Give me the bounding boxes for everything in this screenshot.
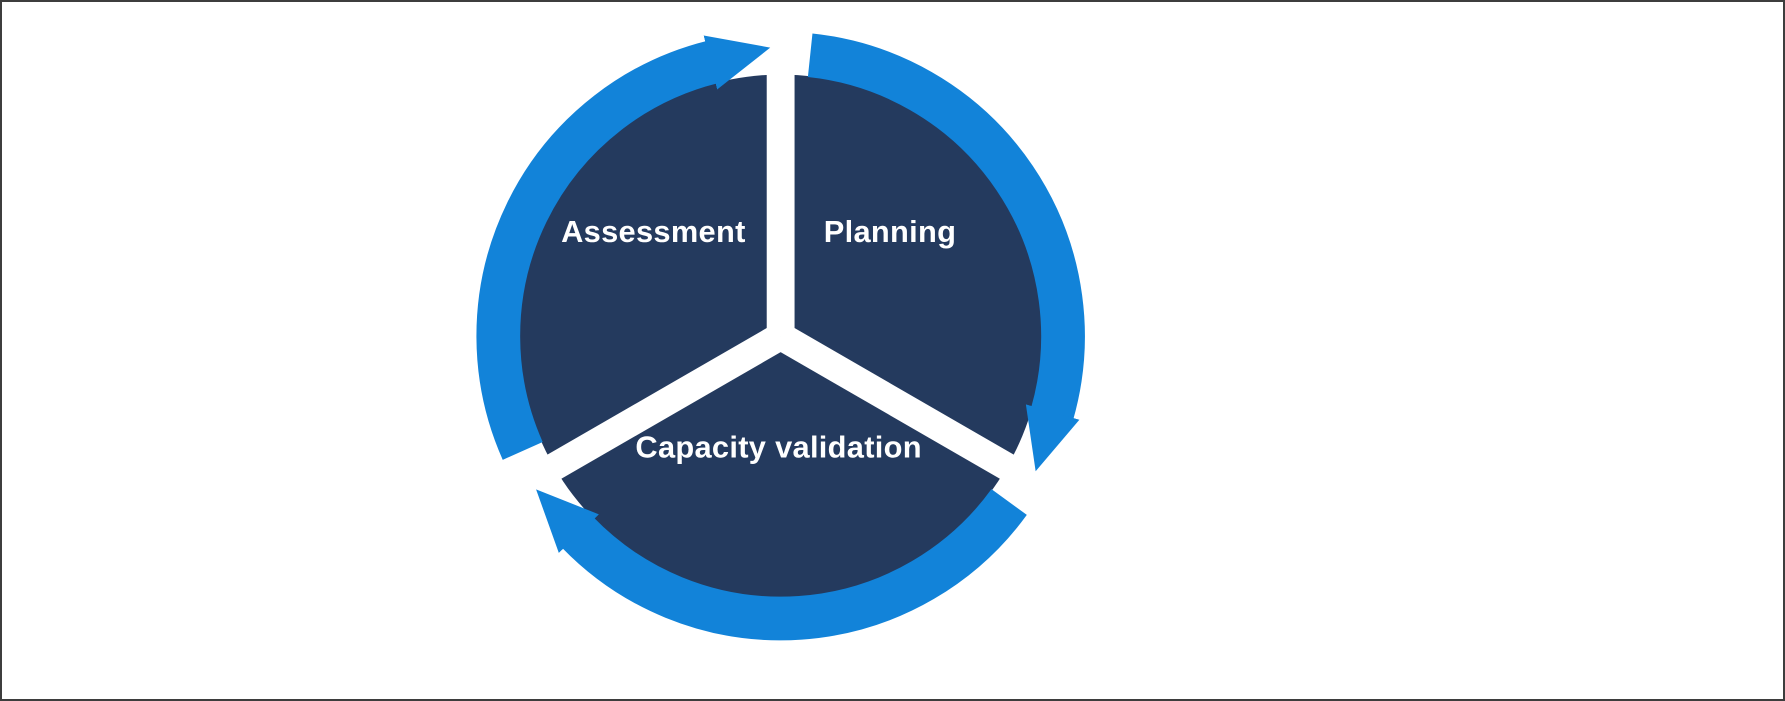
segment-label-assessment: Assessment [561,214,746,249]
cycle-arc-left [476,35,771,460]
segment-divider-lower-left [489,324,788,513]
segment-label-planning: Planning [824,214,956,249]
cycle-arc-bottom [536,489,1027,641]
cycle-arc-right [807,33,1085,472]
segment-label-capacity-validation: Capacity validation [635,430,922,465]
segment-divider-lower-right [773,324,1072,513]
